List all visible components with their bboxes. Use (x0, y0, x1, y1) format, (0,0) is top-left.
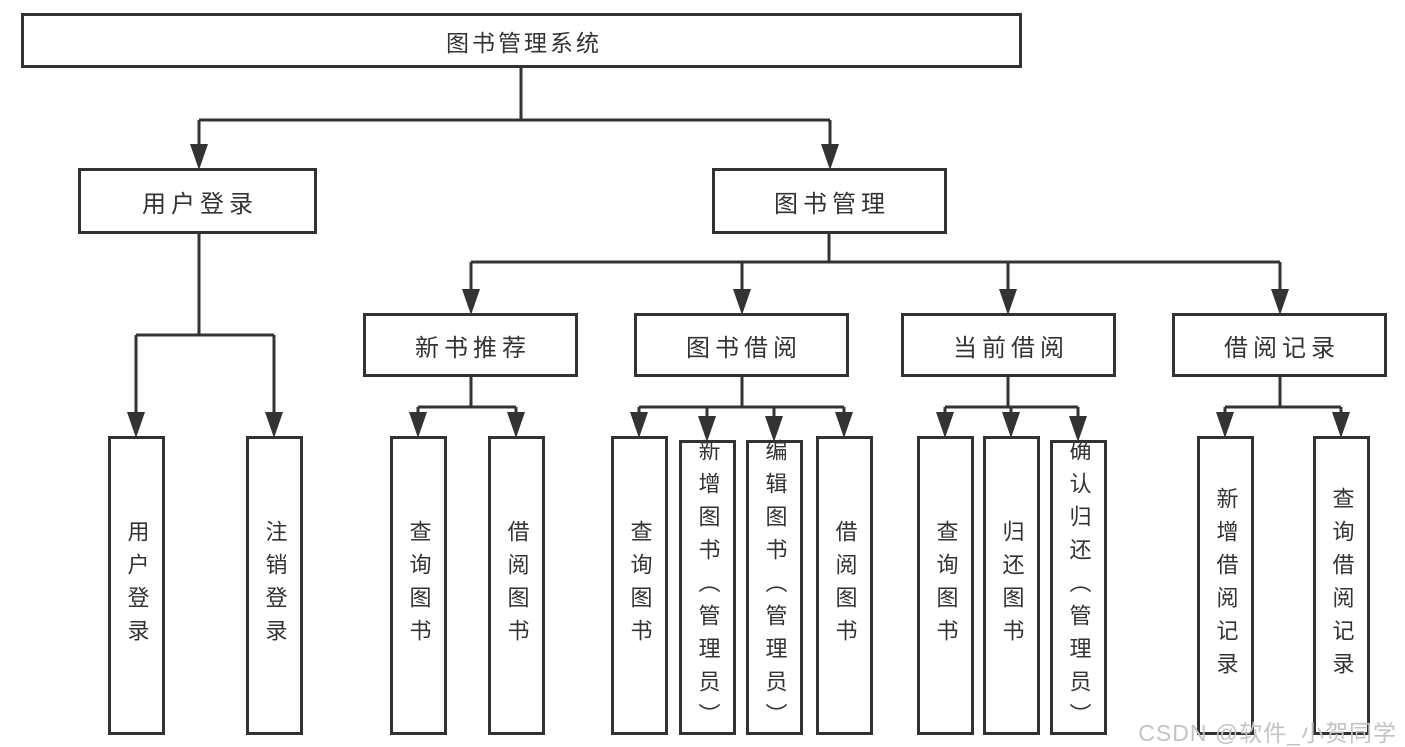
leaf-label: 借阅图书 (832, 519, 858, 652)
node-book-management: 图书管理 (712, 168, 947, 234)
leaf-label: 归还图书 (999, 519, 1025, 652)
node-borrowing-records: 借阅记录 (1172, 313, 1387, 377)
node-book-borrowing: 图书借阅 (634, 313, 849, 377)
node-library-management-system: 图书管理系统 (21, 13, 1022, 68)
leaf-query-borrow-record: 查询借阅记录 (1313, 436, 1370, 735)
leaf-label: 查询借阅记录 (1329, 486, 1355, 685)
csdn-watermark: CSDN @软件_小贺同学 (1138, 720, 1397, 746)
leaf-add-book-admin: 新增图书（管理员） (679, 439, 736, 736)
leaf-label: 用户登录 (124, 519, 150, 652)
node-label: 图书管理系统 (446, 29, 602, 56)
leaf-label: 查询图书 (406, 519, 432, 652)
leaf-logout: 注销登录 (246, 436, 303, 735)
leaf-add-borrow-record: 新增借阅记录 (1197, 436, 1254, 735)
leaf-label: 新增借阅记录 (1213, 486, 1239, 685)
node-current-borrowing: 当前借阅 (901, 313, 1116, 377)
leaf-edit-book-admin: 编辑图书（管理员） (746, 439, 803, 736)
leaf-label: 注销登录 (262, 519, 288, 652)
node-label: 借阅记录 (1224, 334, 1340, 362)
leaf-borrow-books-recommend: 借阅图书 (488, 436, 545, 735)
node-new-book-recommendation: 新书推荐 (363, 313, 578, 377)
node-label: 图书借阅 (686, 334, 802, 362)
node-label: 新书推荐 (415, 334, 531, 362)
leaf-label: 确认归还（管理员） (1066, 439, 1092, 736)
node-label: 图书管理 (774, 190, 890, 218)
leaf-label: 查询图书 (627, 519, 653, 652)
leaf-label: 编辑图书（管理员） (762, 439, 788, 736)
leaf-label: 查询图书 (933, 519, 959, 652)
leaf-label: 新增图书（管理员） (695, 439, 721, 736)
node-label: 当前借阅 (953, 334, 1069, 362)
node-user-login: 用户登录 (78, 168, 317, 234)
leaf-query-books-current: 查询图书 (917, 436, 974, 735)
leaf-label: 借阅图书 (504, 519, 530, 652)
leaf-confirm-return-admin: 确认归还（管理员） (1050, 439, 1107, 736)
node-label: 用户登录 (142, 190, 258, 218)
leaf-user-login: 用户登录 (108, 436, 165, 735)
leaf-query-books-recommend: 查询图书 (390, 436, 447, 735)
leaf-return-book: 归还图书 (983, 436, 1040, 735)
leaf-borrow-books: 借阅图书 (816, 436, 873, 735)
leaf-query-books-borrowing: 查询图书 (611, 436, 668, 735)
arrowheads (127, 144, 1350, 442)
